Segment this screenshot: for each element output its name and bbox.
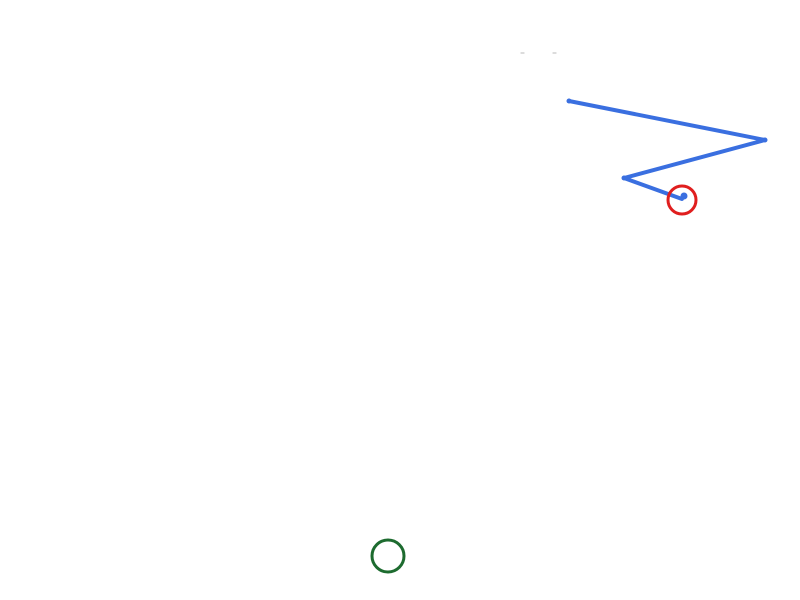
red-ring-icon[interactable] (666, 184, 698, 216)
trajectory-point-3 (621, 175, 627, 181)
trajectory-path (567, 99, 767, 201)
trajectory-point-end (680, 192, 688, 200)
trajectory-point-start (566, 98, 572, 104)
trajectory-point-2 (762, 137, 768, 143)
green-ring-icon[interactable] (370, 538, 406, 574)
